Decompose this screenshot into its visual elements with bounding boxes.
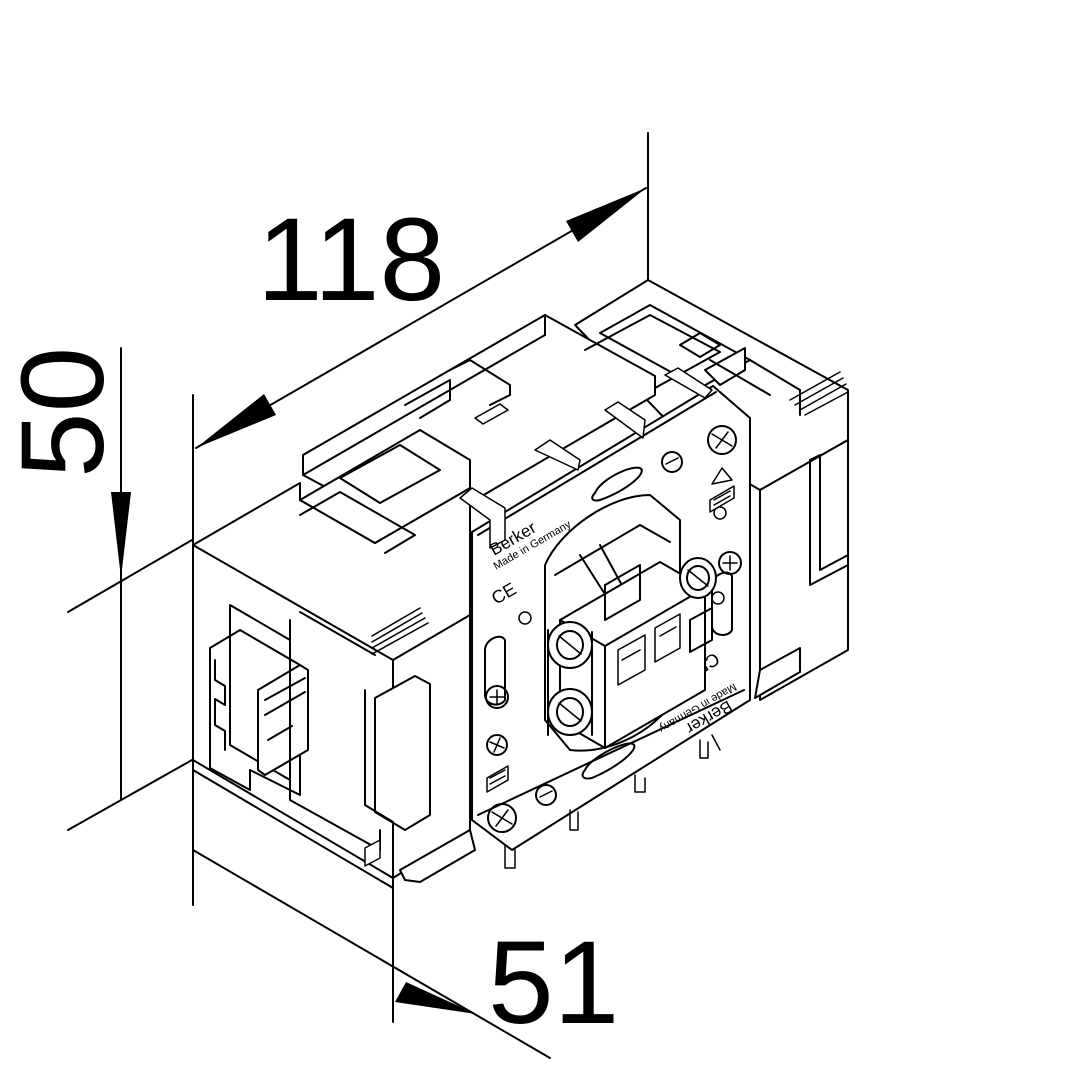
screw-head-icon bbox=[487, 803, 517, 833]
minus-icon bbox=[661, 451, 683, 473]
screw-head-icon bbox=[486, 734, 508, 756]
dimension-50: 50 bbox=[0, 347, 193, 831]
terminal-screw-icon bbox=[547, 621, 593, 669]
approval-mark-icon bbox=[709, 485, 735, 513]
warning-triangle-icon bbox=[711, 467, 733, 485]
dimension-118-label: 118 bbox=[257, 194, 445, 326]
dimension-118: 118 bbox=[192, 132, 649, 546]
plus-icon bbox=[485, 685, 509, 709]
terminal-screw-icon bbox=[679, 557, 717, 599]
terminal-screw-icon bbox=[547, 688, 593, 736]
dimension-51-label: 51 bbox=[488, 917, 619, 1049]
dimension-50-label: 50 bbox=[0, 347, 129, 478]
rear-housing bbox=[574, 279, 849, 701]
plus-icon bbox=[718, 551, 742, 575]
switch-mechanism bbox=[544, 494, 717, 752]
minus-icon bbox=[535, 784, 557, 806]
screw-head-icon bbox=[707, 425, 737, 455]
dimension-51: 51 bbox=[192, 764, 619, 1059]
approval-mark-icon bbox=[486, 765, 509, 793]
front-housing bbox=[192, 429, 476, 889]
